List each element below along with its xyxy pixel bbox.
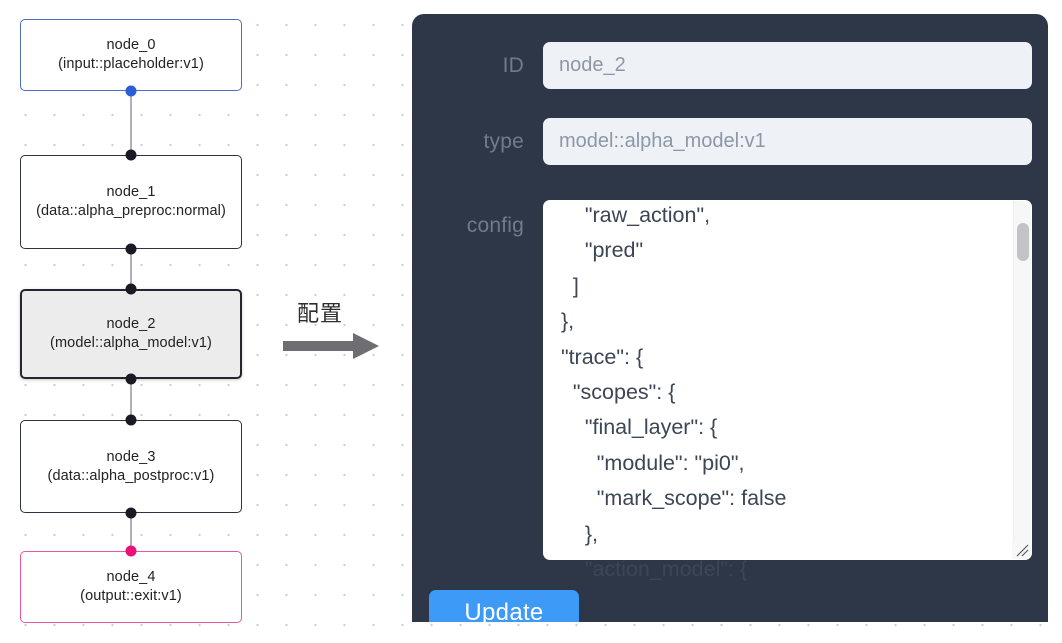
- node-handle-target-node_1[interactable]: [125, 149, 137, 161]
- id-input[interactable]: [543, 42, 1032, 89]
- node-config-panel: ID type config "raw_action", "pred" ] },…: [412, 14, 1048, 622]
- type-field-label: type: [483, 129, 524, 153]
- graph-node-node_4[interactable]: node_4 (output::exit:v1): [20, 551, 242, 623]
- config-textarea-resize-handle[interactable]: [1012, 540, 1031, 559]
- node-handle-target-node_4[interactable]: [125, 545, 137, 557]
- edge-node3-node4: [130, 513, 132, 551]
- id-field-label: ID: [502, 53, 524, 77]
- node-handle-source-node_3[interactable]: [125, 507, 137, 519]
- node-handle-target-node_2[interactable]: [125, 283, 137, 295]
- graph-node-node_0[interactable]: node_0 (input::placeholder:v1): [20, 19, 242, 91]
- graph-node-label: node_1 (data::alpha_preproc:normal): [36, 184, 226, 219]
- edge-node1-node2: [130, 249, 132, 289]
- graph-node-label: node_2 (model::alpha_model:v1): [50, 316, 212, 351]
- graph-node-label: node_4 (output::exit:v1): [80, 569, 182, 604]
- node-handle-source-node_2[interactable]: [125, 373, 137, 385]
- edge-node0-node1: [130, 91, 132, 155]
- node-handle-source-node_1[interactable]: [125, 243, 137, 255]
- config-textarea-scrollbar[interactable]: [1013, 201, 1031, 541]
- right-arrow-icon: [283, 331, 383, 366]
- annotation-label: 配置: [297, 302, 344, 327]
- update-button[interactable]: Update: [429, 590, 579, 622]
- graph-node-label: node_0 (input::placeholder:v1): [58, 37, 204, 72]
- config-textarea-wrapper: "raw_action", "pred" ] }, "trace": { "sc…: [543, 200, 1032, 581]
- config-textarea-scrollbar-thumb[interactable]: [1017, 223, 1029, 261]
- type-input[interactable]: [543, 118, 1032, 165]
- field-row-type: type: [412, 118, 1048, 165]
- config-textarea[interactable]: [543, 200, 1032, 560]
- edge-node2-node3: [130, 379, 132, 420]
- graph-node-label: node_3 (data::alpha_postproc:v1): [47, 448, 215, 484]
- annotation-arrow-group: 配置: [283, 296, 398, 364]
- field-row-config: config "raw_action", "pred" ] }, "trace"…: [412, 200, 1048, 581]
- graph-node-node_1[interactable]: node_1 (data::alpha_preproc:normal): [20, 155, 242, 249]
- config-field-label: config: [466, 214, 524, 237]
- node-handle-target-node_3[interactable]: [125, 414, 137, 426]
- graph-node-node_3[interactable]: node_3 (data::alpha_postproc:v1): [20, 420, 242, 513]
- graph-node-node_2[interactable]: node_2 (model::alpha_model:v1): [20, 289, 242, 379]
- node-handle-source-node_0[interactable]: [125, 85, 137, 97]
- field-row-id: ID: [412, 42, 1048, 89]
